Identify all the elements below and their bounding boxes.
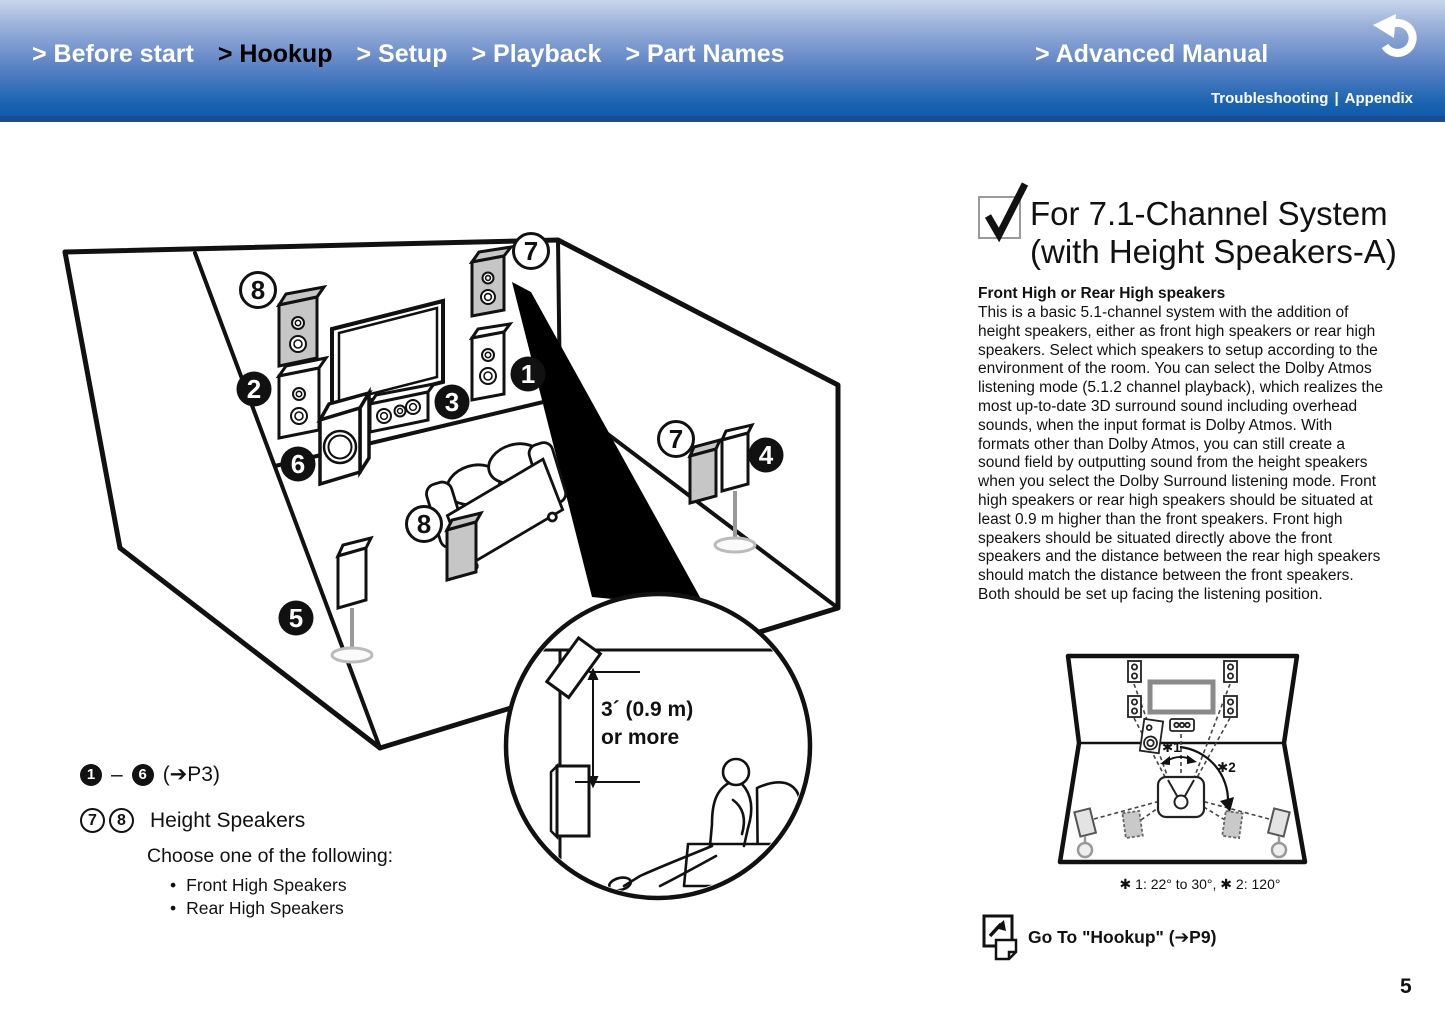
angle-caption: ✱ 1: 22° to 30°, ✱ 2: 120° [1119,876,1281,892]
front-high-left-speaker [275,284,328,368]
legend-choose-label: Choose one of the following: [147,845,394,867]
legend-range-ref[interactable]: (➔P3) [162,763,220,786]
badge-6: 6 [280,446,316,482]
legend-option-front-high: Front High Speakers [170,874,347,897]
svg-text:8: 8 [417,509,431,539]
checkmark-icon [984,182,1029,242]
goto-hookup-link[interactable]: Go To "Hookup" (➔P9) [976,912,1216,962]
badge-8-rear-high: 8 [405,505,443,543]
angle-1-mark [1160,755,1197,765]
distance-arrow [575,667,640,789]
angle-listener [1156,775,1206,819]
legend-badge-8: 8 [109,808,134,833]
legend-badge-7: 7 [80,808,105,833]
svg-text:8: 8 [251,275,265,305]
badge-4: 4 [748,437,784,473]
legend-option-rear-high: Rear High Speakers [170,897,347,920]
nav-before-start[interactable]: > Before start [32,40,194,68]
svg-text:3: 3 [445,387,459,417]
badge-1: 1 [510,356,546,392]
advanced-manual-link[interactable]: > Advanced Manual [1035,40,1269,68]
distance-label-line1: 3´ (0.9 m) [601,698,693,721]
center-speaker [366,381,438,434]
angle-2-arc [1179,745,1234,812]
badge-7-rear-high: 7 [657,420,695,458]
svg-text:7: 7 [524,236,538,266]
couch [425,441,568,572]
nav-playback[interactable]: > Playback [471,40,602,68]
front-right-speaker [468,321,514,402]
legend-height-row: 7 8 Height Speakers [80,808,305,833]
svg-text:5: 5 [289,603,303,633]
nav-hookup[interactable]: > Hookup [217,40,333,68]
header-sub-links: Troubleshooting | Appendix [1211,90,1413,107]
svg-text:4: 4 [759,440,774,470]
subwoofer [316,386,373,487]
goto-hookup-label: Go To "Hookup" (➔P9) [1028,926,1217,947]
section-title-line1: For 7.1-Channel System [1030,195,1388,232]
angle-tv [1147,679,1216,715]
section-body-text: This is a basic 5.1-channel system with … [978,304,1383,603]
angle-center-speaker [1169,718,1195,732]
svg-text:7: 7 [669,424,683,454]
angle-diagram: ✱1 ✱2 [1057,653,1308,865]
header-bottom-strip [0,116,1445,122]
nav-part-names[interactable]: > Part Names [625,40,785,68]
inset-front-speaker [549,762,591,841]
subnav-separator: | [1334,90,1339,107]
header: > Before start > Hookup > Setup > Playba… [0,0,1445,122]
angle-subwoofer [1138,717,1165,755]
badge-7-front-high: 7 [512,232,550,270]
speaker-badges: 7 8 1 2 3 4 5 6 7 8 [236,232,784,636]
legend-height-label: Height Speakers [150,808,306,832]
angle-wall-speakers [1127,660,1238,718]
legend-options: Front High Speakers Rear High Speakers [170,874,347,920]
angle-2-label: ✱2 [1217,760,1236,775]
badge-5: 5 [278,600,314,636]
rear-high-right-speaker [687,437,723,505]
page-number: 5 [1400,975,1412,998]
surround-left-speaker [330,535,374,664]
jump-page-icon [982,914,1018,961]
section-title: For 7.1-Channel System (with Height Spea… [1030,195,1397,271]
back-arrow-icon[interactable] [1371,8,1423,64]
inset-height-speaker [544,635,603,700]
distance-label-line2: or more [601,726,679,749]
badge-8-front-high: 8 [239,271,277,309]
angle-1-label: ✱1 [1162,740,1181,755]
nav-setup[interactable]: > Setup [356,40,448,68]
badge-2: 2 [236,371,272,407]
svg-text:1: 1 [521,359,535,389]
breadcrumb-nav: > Before start > Hookup > Setup > Playba… [32,40,785,69]
room-speaker-diagram: 3´ (0.9 m) or more 7 8 1 2 3 4 5 [62,232,841,901]
legend-dash: – [111,762,123,786]
appendix-link[interactable]: Appendix [1344,90,1413,107]
legend-badge-6: 6 [131,763,154,786]
section-title-line2: (with Height Speakers-A) [1030,233,1397,270]
svg-text:6: 6 [291,449,305,479]
rear-high-left-speaker [444,510,484,582]
legend-range-row: 1 – 6 (➔P3) [80,762,220,787]
badge-3: 3 [434,384,470,420]
section-subheading: Front High or Rear High speakers [978,285,1226,302]
tv [330,298,445,413]
surround-right-speaker [713,422,757,554]
legend-badge-1: 1 [80,763,102,786]
troubleshooting-link[interactable]: Troubleshooting [1210,90,1329,107]
svg-text:2: 2 [247,374,261,404]
front-high-right-speaker [468,244,515,318]
angle-rear-speakers [1073,807,1291,859]
zoom-beam [512,282,706,608]
